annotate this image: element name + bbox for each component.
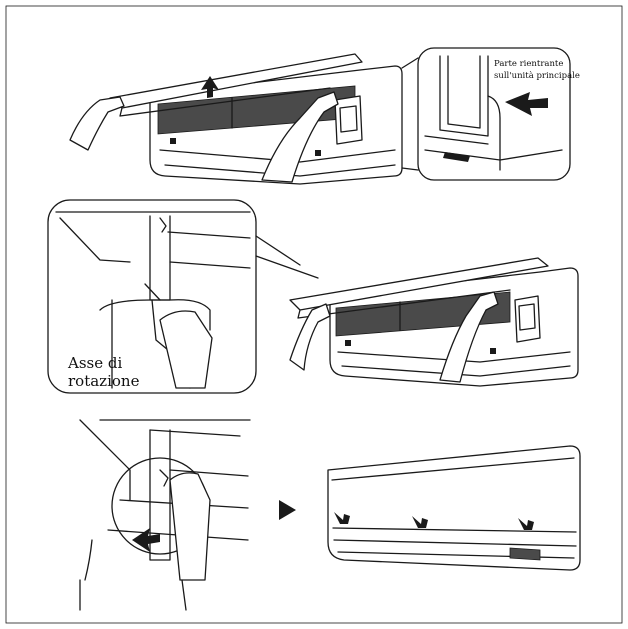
step1-up-arrow — [201, 76, 219, 98]
step2-detail-inset — [47, 199, 257, 394]
step2-hands — [289, 291, 499, 383]
outer-border — [5, 5, 623, 624]
label-parte-rientrante: Parte rientrante — [494, 59, 563, 69]
label-unita-principale: sull'unità principale — [494, 70, 580, 81]
step2-ac-unit — [289, 257, 579, 387]
step4-ac-unit — [327, 445, 581, 571]
step3-detail — [79, 419, 251, 611]
label-asse-di: Asse di — [67, 354, 122, 372]
step1-inset — [417, 47, 571, 181]
step-arrow-triangle — [279, 500, 296, 520]
step1-hands — [69, 91, 339, 183]
step1-ac-unit — [109, 53, 403, 185]
label-rotazione: rotazione — [68, 372, 140, 390]
step2-inset-connector — [255, 235, 319, 279]
step1-inset-connector — [401, 57, 419, 171]
